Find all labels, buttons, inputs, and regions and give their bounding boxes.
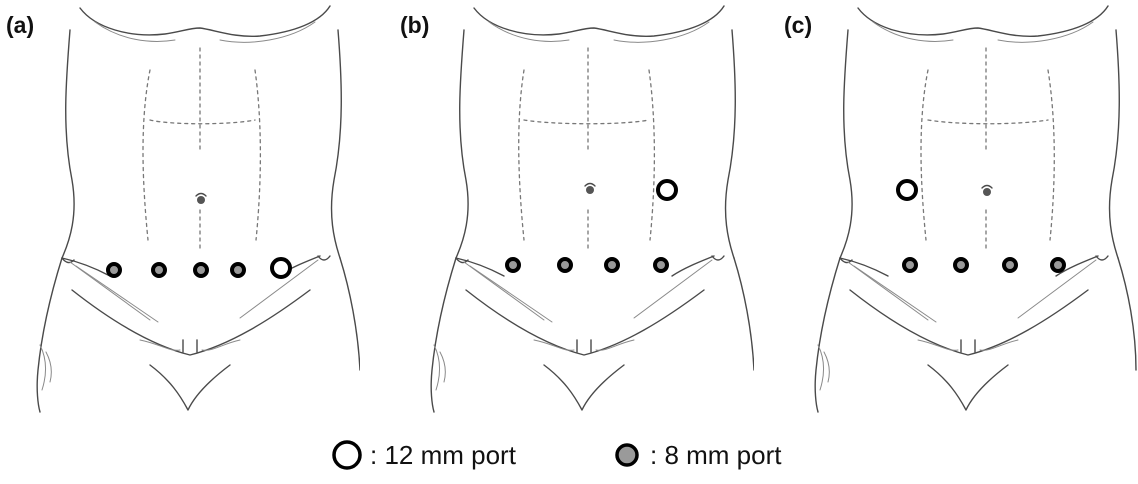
grey-filled-circle-icon [610,438,644,472]
panel-b: (b) [394,0,754,420]
port-marker-8mm [955,259,967,271]
midline-markings [519,48,655,250]
port-marker-8mm [153,264,165,276]
legend-label-12mm: : 12 mm port [370,440,516,471]
torso-outline [815,6,1136,412]
panel-c: (c) [778,0,1138,420]
legend-label-8mm: : 8 mm port [650,440,781,471]
torso-illustration-a [0,0,360,420]
port-marker-8mm [232,264,244,276]
open-circle-icon [330,438,364,472]
port-marker-12mm [272,259,290,277]
port-marker-8mm [108,264,120,276]
torso-outline [37,6,360,412]
port-marker-8mm [195,264,207,276]
port-marker-12mm [898,181,916,199]
midline-markings [143,48,260,250]
legend-item-12mm: : 12 mm port [330,438,516,472]
panel-label-c: (c) [784,12,812,39]
torso-illustration-c [778,0,1138,420]
panel-label-a: (a) [6,12,34,39]
torso-illustration-b [394,0,754,420]
port-markers [898,181,1064,271]
port-marker-12mm [658,181,676,199]
port-marker-8mm [1004,259,1016,271]
port-marker-8mm [559,259,571,271]
legend-item-8mm: : 8 mm port [610,438,781,472]
port-marker-8mm [1052,259,1064,271]
panel-a: (a) [0,0,360,420]
umbilicus [585,184,595,195]
midline-markings [921,48,1054,250]
port-marker-8mm [904,259,916,271]
port-marker-8mm [655,259,667,271]
panel-label-b: (b) [400,12,429,39]
port-marker-8mm [507,259,519,271]
umbilicus [982,186,992,197]
umbilicus [196,194,206,205]
legend: : 12 mm port : 8 mm port [0,430,1138,480]
torso-outline [431,6,754,412]
port-marker-8mm [606,259,618,271]
port-markers [108,259,290,277]
